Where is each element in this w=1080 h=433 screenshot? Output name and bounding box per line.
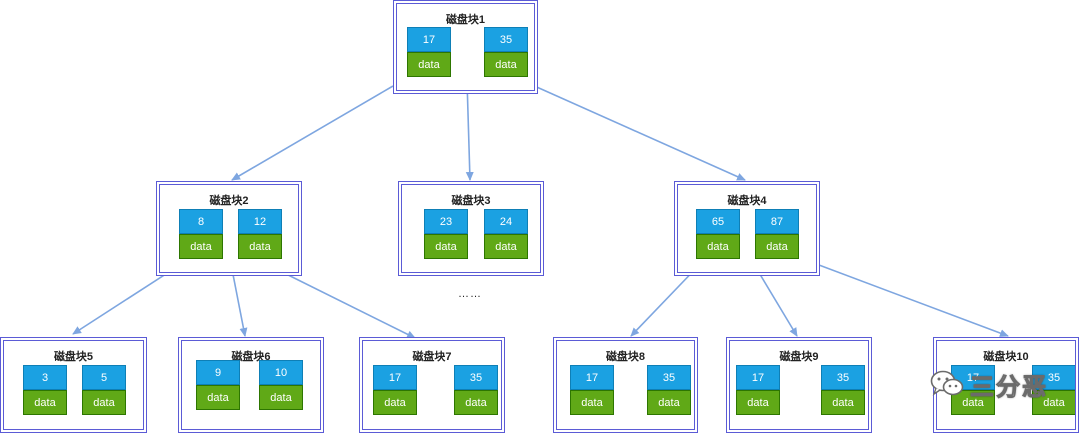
arrow-b1-b3: [465, 79, 474, 181]
watermark: 三分恶: [930, 366, 1070, 402]
key-cell: 35 data: [647, 365, 691, 415]
disk-block-5: 磁盘块5 3 data 5 data: [0, 337, 147, 433]
key-value: 17: [407, 27, 451, 52]
key-cell: 87 data: [755, 209, 799, 259]
data-value: data: [82, 390, 126, 415]
key-value: 35: [454, 365, 498, 390]
key-value: 8: [179, 209, 223, 234]
data-value: data: [373, 390, 417, 415]
key-value: 35: [484, 27, 528, 52]
key-value: 9: [196, 360, 240, 385]
key-value: 23: [424, 209, 468, 234]
data-value: data: [484, 234, 528, 259]
data-value: data: [238, 234, 282, 259]
key-value: 5: [82, 365, 126, 390]
arrow-b1-b4: [520, 79, 746, 181]
key-cell: 35 data: [454, 365, 498, 415]
arrow-b1-b2: [231, 85, 394, 181]
key-cell: 24 data: [484, 209, 528, 259]
key-cell: 5 data: [82, 365, 126, 415]
block-title: 磁盘块7: [412, 351, 452, 363]
key-cell: 35 data: [484, 27, 528, 77]
key-cell: 9 data: [196, 360, 240, 410]
key-cell: 17 data: [951, 365, 995, 415]
key-cell: 17 data: [407, 27, 451, 77]
key-cell: 10 data: [259, 360, 303, 410]
block-title: 磁盘块5: [53, 351, 94, 363]
key-cell: 17 data: [570, 365, 614, 415]
key-value: 35: [1032, 365, 1076, 390]
block-title: 磁盘块4: [727, 195, 767, 207]
disk-block-8: 磁盘块8 17 data 35 data: [553, 337, 698, 433]
key-value: 12: [238, 209, 282, 234]
disk-block-3: 磁盘块3 23 data 24 data: [398, 181, 544, 276]
watermark-text: 三分恶: [970, 373, 1048, 401]
key-value: 24: [484, 209, 528, 234]
data-value: data: [179, 234, 223, 259]
key-cell: 12 data: [238, 209, 282, 259]
disk-block-4: 磁盘块4 65 data 87 data: [674, 181, 820, 276]
data-value: data: [454, 390, 498, 415]
block-title: 磁盘块3: [451, 195, 491, 207]
wechat-icon: [930, 370, 964, 396]
block-title: 磁盘块1: [445, 14, 486, 26]
data-value: data: [951, 390, 995, 415]
key-cell: 35 data: [821, 365, 865, 415]
block-title: 磁盘块10: [983, 351, 1029, 363]
data-value: data: [196, 385, 240, 410]
key-cell: 65 data: [696, 209, 740, 259]
data-value: data: [259, 385, 303, 410]
key-value: 17: [736, 365, 780, 390]
disk-block-6: 磁盘块6 9 data 10 data: [178, 337, 324, 433]
key-cell: 23 data: [424, 209, 468, 259]
data-value: data: [696, 234, 740, 259]
data-value: data: [570, 390, 614, 415]
key-value: 17: [570, 365, 614, 390]
data-value: data: [407, 52, 451, 77]
key-cell: 17 data: [736, 365, 780, 415]
key-cell: 3 data: [23, 365, 67, 415]
key-value: 65: [696, 209, 740, 234]
disk-block-9: 磁盘块9 17 data 35 data: [726, 337, 872, 433]
key-value: 17: [373, 365, 417, 390]
ellipsis: ……: [458, 288, 482, 300]
data-value: data: [647, 390, 691, 415]
data-value: data: [736, 390, 780, 415]
key-cell: 35 data: [1032, 365, 1076, 415]
disk-block-7: 磁盘块7 17 data 35 data: [359, 337, 505, 433]
disk-block-2: 磁盘块2 8 data 12 data: [156, 181, 302, 276]
block-title: 磁盘块9: [779, 351, 819, 363]
arrow-b4-b10: [794, 255, 1009, 337]
key-value: 3: [23, 365, 67, 390]
key-value: 10: [259, 360, 303, 385]
data-value: data: [484, 52, 528, 77]
key-cell: 8 data: [179, 209, 223, 259]
data-value: data: [424, 234, 468, 259]
data-value: data: [23, 390, 67, 415]
block-title: 磁盘块2: [209, 195, 249, 207]
data-value: data: [821, 390, 865, 415]
data-value: data: [755, 234, 799, 259]
block-title: 磁盘块8: [605, 351, 646, 363]
key-cell: 17 data: [373, 365, 417, 415]
data-value: data: [1032, 390, 1076, 415]
key-value: 35: [821, 365, 865, 390]
disk-block-1: 磁盘块1 17 data 35 data: [393, 0, 538, 94]
key-value: 87: [755, 209, 799, 234]
key-value: 35: [647, 365, 691, 390]
